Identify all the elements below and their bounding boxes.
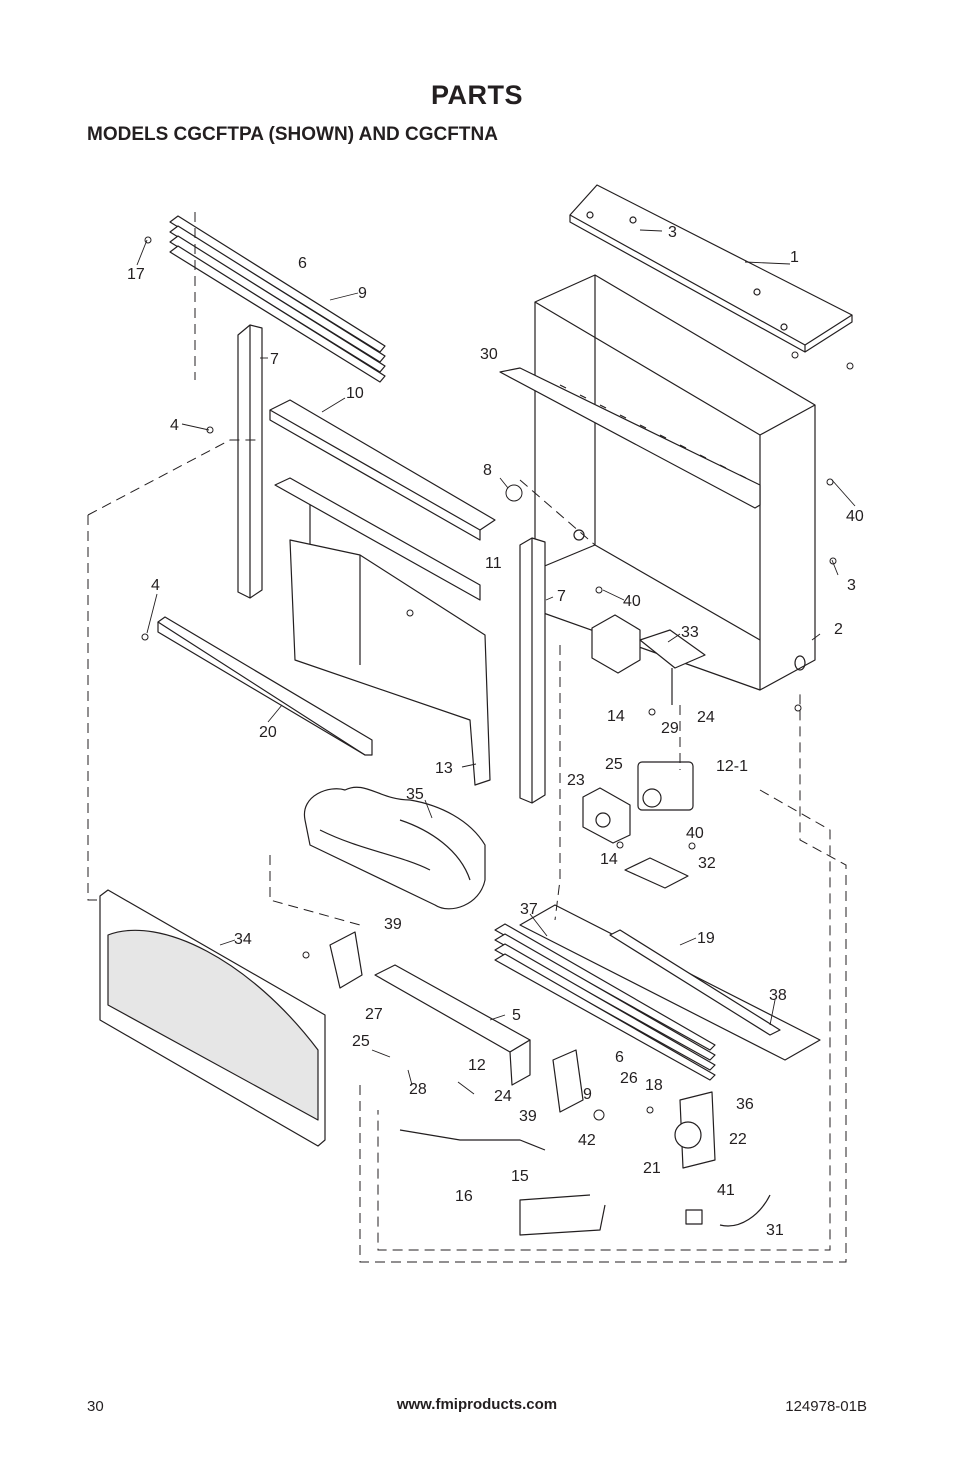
part-label: 7 (270, 351, 279, 368)
log-set-part (303, 786, 486, 910)
website-link[interactable]: www.fmiproducts.com (396, 1396, 558, 1413)
part-label: 4 (151, 577, 160, 594)
part-label: 34 (234, 931, 252, 948)
part-label: 11 (485, 555, 502, 572)
part-label: 14 (607, 708, 625, 725)
bottom-rail-part (157, 616, 373, 756)
document-code: 124978-01B (785, 1398, 867, 1415)
part-label: 3 (668, 224, 677, 241)
part-label: 15 (511, 1168, 529, 1185)
deflector-part (269, 399, 496, 541)
part-label: 33 (681, 624, 699, 641)
part-label: 32 (698, 855, 716, 872)
lower-louver-part (494, 904, 821, 1081)
gas-tubing-part (399, 1129, 606, 1236)
part-label: 41 (717, 1182, 735, 1199)
part-label: 7 (557, 588, 566, 605)
front-screen-part (99, 889, 326, 1147)
part-label: 26 (620, 1070, 638, 1087)
part-label: 35 (406, 786, 424, 803)
right-upright-part (519, 537, 546, 804)
part-label: 31 (766, 1222, 784, 1239)
part-label: 1 (790, 249, 799, 266)
valve-assembly-part (582, 761, 694, 844)
part-label: 10 (346, 385, 364, 402)
regulator-part (674, 1091, 716, 1169)
part-label: 25 (605, 756, 623, 773)
part-label: 37 (520, 901, 538, 918)
part-label: 40 (686, 825, 704, 842)
part-label: 40 (846, 508, 864, 525)
part-label: 38 (769, 987, 787, 1004)
plate-part (624, 857, 689, 889)
part-label: 8 (483, 462, 492, 479)
bracket-part (591, 614, 706, 705)
firebox-box-part (534, 274, 816, 691)
part-label: 25 (352, 1033, 370, 1050)
flex-hose-part (685, 1194, 771, 1227)
part-label: 5 (512, 1007, 521, 1024)
upper-louver-part (169, 215, 386, 383)
part-label: 30 (480, 346, 498, 363)
part-label: 19 (697, 930, 715, 947)
vented-rail-part (499, 367, 761, 509)
burner-part (374, 964, 531, 1086)
part-label: 29 (661, 720, 679, 737)
part-callouts: 1 2 3 3 4 4 5 6 6 7 7 8 9 9 10 11 12 12-… (127, 224, 864, 1239)
part-label: 3 (847, 577, 856, 594)
part-label: 6 (298, 255, 307, 272)
part-label: 9 (583, 1086, 592, 1103)
liner-part (289, 539, 491, 786)
part-label: 16 (455, 1188, 473, 1205)
part-label: 20 (259, 724, 277, 741)
part-label: 13 (435, 760, 453, 777)
part-label: 36 (736, 1096, 754, 1113)
part-label: 4 (170, 417, 179, 434)
part-label: 42 (578, 1132, 596, 1149)
part-label: 23 (567, 772, 585, 789)
left-upright-part (237, 324, 263, 599)
part-label: 2 (834, 621, 843, 638)
page-title: PARTS (430, 80, 523, 110)
part-label: 9 (358, 285, 367, 302)
part-label: 22 (729, 1131, 747, 1148)
part-label: 39 (519, 1108, 537, 1125)
part-label: 12 (468, 1057, 486, 1074)
part-label: 17 (127, 266, 145, 283)
part-label: 27 (365, 1006, 383, 1023)
part-label: 21 (643, 1160, 661, 1177)
part-label: 14 (600, 851, 618, 868)
page-number: 30 (87, 1398, 104, 1415)
top-panel-part (569, 184, 853, 353)
part-label: 39 (384, 916, 402, 933)
part-label: 28 (409, 1081, 427, 1098)
part-label: 24 (494, 1088, 512, 1105)
part-label: 40 (623, 593, 641, 610)
part-label: 18 (645, 1077, 663, 1094)
part-label: 24 (697, 709, 715, 726)
mount-bracket-part (329, 931, 584, 1113)
part-label: 6 (615, 1049, 624, 1066)
part-label: 12-1 (716, 758, 748, 775)
models-subtitle: MODELS CGCFTPA (SHOWN) AND CGCFTNA (87, 124, 498, 145)
